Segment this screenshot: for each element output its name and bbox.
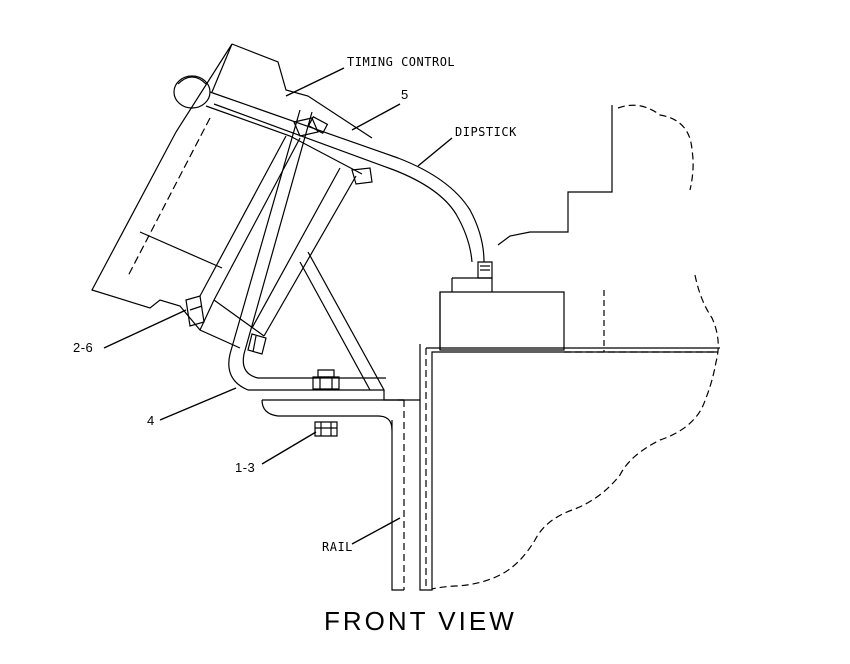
rail-label: RAIL bbox=[322, 540, 353, 554]
lower-bracket bbox=[229, 110, 404, 436]
item-5-label: 5 bbox=[401, 87, 409, 102]
engine-outline bbox=[432, 105, 718, 589]
dipstick-label: DIPSTICK bbox=[455, 125, 517, 139]
leader-lines bbox=[104, 68, 452, 544]
item-1-3-label: 1-3 bbox=[235, 460, 256, 475]
item-4-label: 4 bbox=[147, 413, 155, 428]
page-title: FRONT VIEW bbox=[324, 606, 517, 636]
dipstick-boss bbox=[440, 262, 718, 352]
item-2-6-label: 2-6 bbox=[73, 340, 94, 355]
dipstick-tube bbox=[210, 92, 484, 262]
rail bbox=[392, 344, 720, 590]
timing-control-label: TIMING CONTROL bbox=[347, 55, 456, 69]
timing-control-housing bbox=[92, 44, 372, 348]
